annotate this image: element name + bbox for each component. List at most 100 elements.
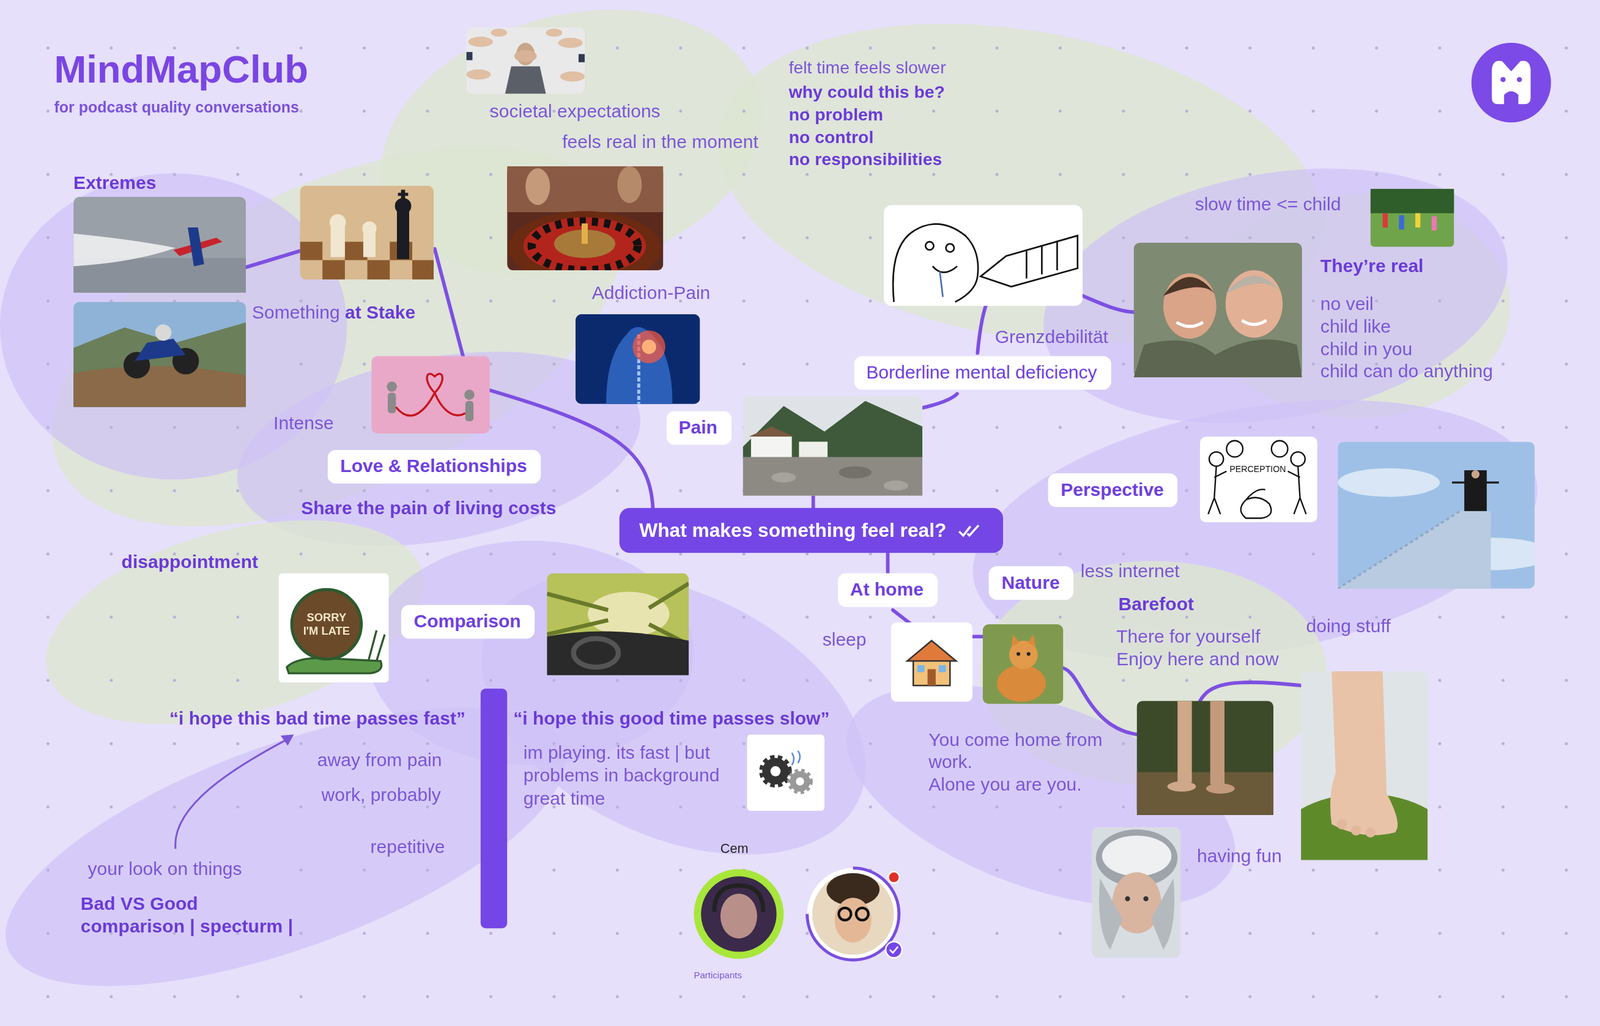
grid-dot bbox=[1311, 46, 1315, 50]
grid-dot bbox=[1564, 173, 1568, 177]
snail-illustration bbox=[278, 573, 389, 684]
note-text: There for yourself bbox=[1116, 626, 1260, 649]
check-icon bbox=[958, 523, 982, 538]
forest-feet-photo bbox=[1177, 700, 1192, 783]
grid-dot bbox=[1058, 995, 1062, 999]
chess-photo bbox=[300, 185, 435, 280]
troll-cartoon bbox=[883, 204, 1083, 306]
participant-avatar bbox=[889, 946, 898, 953]
gears-icon bbox=[746, 734, 825, 812]
grid-dot bbox=[869, 805, 873, 809]
grid-dot bbox=[805, 615, 809, 619]
participant-avatar bbox=[807, 868, 900, 961]
chess-photo bbox=[395, 189, 412, 259]
grid-dot bbox=[869, 615, 873, 619]
kids-photo bbox=[1370, 188, 1455, 248]
branch-lines bbox=[977, 306, 986, 354]
note-text: Intense bbox=[273, 413, 334, 436]
grid-dot bbox=[236, 742, 240, 746]
note-text: Addiction-Pain bbox=[592, 282, 711, 305]
note-text: why could this be? bbox=[788, 82, 945, 104]
grid-dot bbox=[995, 109, 999, 113]
grid-dot bbox=[805, 362, 809, 366]
grid-dot bbox=[109, 552, 113, 556]
grid-dot bbox=[1121, 678, 1125, 682]
house-icon bbox=[907, 640, 956, 662]
branch-lines bbox=[1062, 668, 1137, 735]
grid-dot bbox=[426, 489, 430, 493]
office-photo bbox=[505, 66, 547, 94]
grid-dot bbox=[1121, 236, 1125, 240]
grid-dot bbox=[805, 995, 809, 999]
branch-lines bbox=[892, 610, 912, 625]
participant-avatar bbox=[834, 897, 872, 943]
grid-dot bbox=[1121, 299, 1125, 303]
grid-dot bbox=[1564, 805, 1568, 809]
office-photo bbox=[468, 36, 493, 48]
sky-stairs-photo bbox=[1471, 470, 1480, 479]
grid-dot bbox=[1501, 869, 1505, 873]
grid-dot bbox=[362, 489, 366, 493]
grid-dot bbox=[1121, 46, 1125, 50]
pain-photo bbox=[606, 327, 673, 405]
participant-avatar bbox=[693, 869, 784, 960]
grid-dot bbox=[742, 236, 746, 240]
participant-name: Cem bbox=[720, 840, 749, 857]
perception-cartoon bbox=[1200, 436, 1318, 523]
kids-photo bbox=[1431, 216, 1437, 231]
grid-dot bbox=[678, 678, 682, 682]
grid-dot bbox=[1121, 615, 1125, 619]
check-icon bbox=[967, 525, 979, 536]
grid-dot bbox=[1248, 869, 1252, 873]
river-photo bbox=[798, 441, 828, 459]
grid-dot bbox=[1185, 869, 1189, 873]
roulette-photo bbox=[581, 223, 588, 244]
grid-dot bbox=[426, 46, 430, 50]
grid-dot bbox=[299, 869, 303, 873]
grid-dot bbox=[299, 932, 303, 936]
grid-dot bbox=[805, 869, 809, 873]
kids-photo bbox=[1382, 213, 1388, 228]
car-photo bbox=[546, 573, 689, 676]
office-photo bbox=[490, 28, 508, 37]
grid-dot bbox=[173, 615, 177, 619]
motocross-photo bbox=[73, 322, 246, 407]
grid-dot bbox=[1374, 995, 1378, 999]
divider-bar bbox=[480, 688, 508, 929]
map-title: MindMapClub bbox=[53, 47, 309, 94]
grid-dot bbox=[173, 173, 177, 177]
perception-cartoon bbox=[1290, 451, 1305, 467]
chess-photo bbox=[322, 259, 345, 280]
gears-icon bbox=[792, 751, 800, 766]
grid-dot bbox=[869, 236, 873, 240]
kids-photo bbox=[1415, 213, 1421, 228]
grid-dot bbox=[362, 426, 366, 430]
grid-dot bbox=[1374, 173, 1378, 177]
grid-dot bbox=[995, 995, 999, 999]
grid-dot bbox=[1248, 46, 1252, 50]
perception-cartoon bbox=[1207, 466, 1227, 514]
grid-dot bbox=[1374, 869, 1378, 873]
grid-dot bbox=[489, 236, 493, 240]
grid-dot bbox=[1311, 236, 1315, 240]
roulette-photo bbox=[531, 221, 638, 271]
logo bbox=[1500, 77, 1506, 82]
grid-dot bbox=[46, 426, 50, 430]
grid-dot bbox=[1564, 932, 1568, 936]
river-photo bbox=[751, 436, 793, 460]
grid-dot bbox=[869, 299, 873, 303]
topic-pill: Comparison bbox=[401, 604, 536, 639]
grid-dot bbox=[995, 489, 999, 493]
grid-dot bbox=[489, 995, 493, 999]
grid-dot bbox=[362, 869, 366, 873]
grid-dot bbox=[932, 173, 936, 177]
grid-dot bbox=[109, 426, 113, 430]
grid-dot bbox=[932, 615, 936, 619]
grid-dot bbox=[1564, 109, 1568, 113]
grid-dot bbox=[1438, 615, 1442, 619]
couple-photo bbox=[395, 373, 465, 416]
grid-dot bbox=[1248, 932, 1252, 936]
grid-dot bbox=[299, 552, 303, 556]
chess-photo bbox=[300, 241, 323, 260]
